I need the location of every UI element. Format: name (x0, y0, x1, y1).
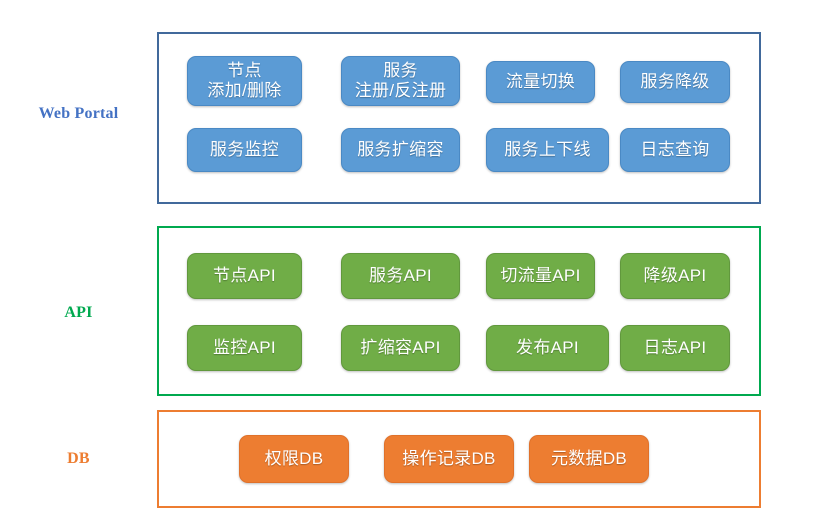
chip-line: 节点 (227, 60, 262, 80)
chip-line: 发布API (516, 337, 579, 357)
chip-log-api[interactable]: 日志API (620, 325, 730, 371)
chip-traffic-switch[interactable]: 流量切换 (486, 61, 595, 103)
tier-label-web-portal: Web Portal (38, 105, 119, 122)
tier-frame-api: 节点API 服务API 切流量API 降级API 监控API 扩缩容 (157, 226, 761, 396)
chip-line: 日志API (643, 337, 707, 357)
chip-metadata-db[interactable]: 元数据DB (529, 435, 649, 483)
chip-node-add-remove[interactable]: 节点 添加/删除 (187, 56, 302, 106)
tier-frame-web-portal: 节点 添加/删除 服务 注册/反注册 流量切换 服务降级 服务监控 (157, 32, 761, 204)
chip-service-degrade[interactable]: 服务降级 (620, 61, 730, 103)
chip-line: 权限DB (264, 448, 324, 468)
chip-log-query[interactable]: 日志查询 (620, 128, 730, 172)
chip-line: 节点API (213, 265, 276, 285)
chip-line: 降级API (643, 265, 707, 285)
chip-line: 服务降级 (640, 71, 710, 91)
chip-monitor-api[interactable]: 监控API (187, 325, 302, 371)
chip-operation-log-db[interactable]: 操作记录DB (384, 435, 514, 483)
chip-line: 服务 (383, 60, 418, 80)
chip-line: 操作记录DB (402, 448, 496, 468)
chip-line: 日志查询 (640, 139, 710, 159)
chip-node-api[interactable]: 节点API (187, 253, 302, 299)
chip-scaling-api[interactable]: 扩缩容API (341, 325, 460, 371)
chip-line: 服务API (369, 265, 432, 285)
chip-line: 注册/反注册 (354, 81, 447, 100)
chip-service-scaling[interactable]: 服务扩缩容 (341, 128, 460, 172)
chip-service-monitor[interactable]: 服务监控 (187, 128, 302, 172)
chip-traffic-api[interactable]: 切流量API (486, 253, 595, 299)
chip-service-online-offline[interactable]: 服务上下线 (486, 128, 609, 172)
tier-label-db: DB (67, 450, 90, 467)
chip-line: 服务监控 (209, 139, 280, 159)
tier-frame-db: 权限DB 操作记录DB 元数据DB (157, 410, 761, 508)
chip-service-api[interactable]: 服务API (341, 253, 460, 299)
chip-line: 切流量API (500, 265, 581, 285)
chip-line: 添加/删除 (207, 81, 282, 100)
chip-line: 元数据DB (550, 448, 628, 468)
chip-service-register-deregister[interactable]: 服务 注册/反注册 (341, 56, 460, 106)
chip-publish-api[interactable]: 发布API (486, 325, 609, 371)
chip-line: 服务上下线 (504, 139, 591, 159)
chip-degrade-api[interactable]: 降级API (620, 253, 730, 299)
chip-line: 监控API (213, 337, 276, 357)
chip-permission-db[interactable]: 权限DB (239, 435, 349, 483)
tier-label-api: API (64, 304, 93, 321)
chip-line: 扩缩容API (360, 337, 441, 357)
chip-line: 服务扩缩容 (357, 139, 444, 159)
chip-line: 流量切换 (505, 71, 576, 91)
